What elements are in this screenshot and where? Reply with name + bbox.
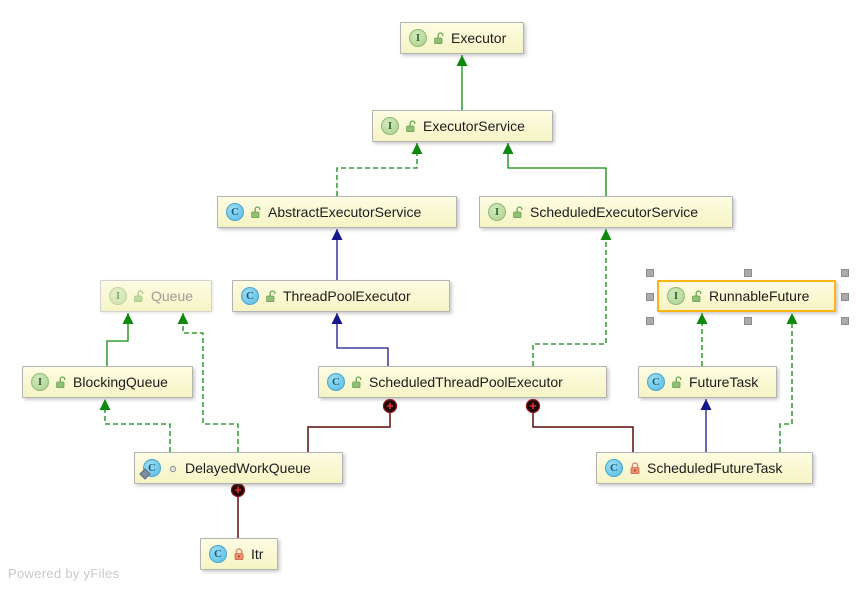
inheritance-arrowhead — [700, 399, 712, 410]
node-label: AbstractExecutorService — [268, 204, 422, 220]
node-label: DelayedWorkQueue — [185, 460, 311, 476]
inner-class-plus-icon — [234, 486, 242, 494]
public-open-lock-icon — [56, 375, 66, 388]
class-node-future-task[interactable]: C FutureTask — [638, 366, 777, 398]
class-icon: C — [605, 459, 623, 477]
node-label: ScheduledFutureTask — [647, 460, 783, 476]
class-icon: C — [241, 287, 259, 305]
node-label: ScheduledThreadPoolExecutor — [369, 374, 563, 390]
class-icon: C — [209, 545, 227, 563]
interface-icon: I — [381, 117, 399, 135]
edge-delayed-work-queue-to-queue-implements[interactable] — [177, 313, 239, 452]
public-open-lock-icon — [251, 205, 261, 218]
inheritance-arrowhead — [502, 143, 514, 154]
node-label: Executor — [451, 30, 507, 46]
inheritance-arrowhead — [696, 313, 708, 324]
node-label: ExecutorService — [423, 118, 525, 134]
package-visibility-icon — [169, 465, 177, 472]
interface-icon: I — [109, 287, 127, 305]
node-label: Itr — [251, 546, 264, 562]
inheritance-arrowhead — [331, 229, 343, 240]
selection-handle[interactable] — [841, 293, 849, 301]
class-node-blocking-queue[interactable]: I BlockingQueue — [22, 366, 193, 398]
static-inner-class-mark-icon — [139, 468, 151, 480]
private-lock-icon — [630, 461, 640, 474]
class-node-runnable-future[interactable]: I RunnableFuture — [657, 280, 836, 312]
class-icon: C — [226, 203, 244, 221]
edge-scheduled-thread-pool-executor-to-delayed-work-queue-inner[interactable] — [307, 398, 398, 453]
interface-icon: I — [409, 29, 427, 47]
public-open-lock-icon — [266, 289, 276, 302]
edge-delayed-work-queue-to-itr-inner[interactable] — [230, 482, 246, 539]
inheritance-arrowhead — [122, 313, 134, 324]
inheritance-arrowhead — [177, 313, 189, 324]
class-node-abstract-executor-service[interactable]: C AbstractExecutorService — [217, 196, 457, 228]
node-label: Queue — [151, 288, 194, 304]
class-node-queue[interactable]: I Queue — [100, 280, 212, 312]
inner-class-plus-icon — [386, 402, 394, 410]
node-label: ScheduledExecutorService — [530, 204, 699, 220]
class-node-executor[interactable]: I Executor — [400, 22, 524, 54]
edge-abstract-executor-service-to-executor-service-implements[interactable] — [336, 143, 423, 196]
edge-thread-pool-executor-to-abstract-executor-service-extends-class[interactable] — [331, 229, 343, 280]
class-icon: C — [327, 373, 345, 391]
inheritance-arrowhead — [456, 55, 468, 66]
edge-blocking-queue-to-queue-extends-interface[interactable] — [106, 313, 134, 366]
yfiles-watermark: Powered by yFiles — [8, 566, 120, 581]
selection-handle[interactable] — [646, 317, 654, 325]
selection-handle[interactable] — [646, 293, 654, 301]
inheritance-arrowhead — [331, 313, 343, 324]
node-label: RunnableFuture — [709, 288, 810, 304]
edge-scheduled-executor-service-to-executor-service-extends-interface[interactable] — [502, 143, 607, 196]
edge-future-task-to-runnable-future-implements[interactable] — [696, 313, 708, 366]
class-node-itr[interactable]: C Itr — [200, 538, 278, 570]
selection-handle[interactable] — [743, 317, 752, 325]
inheritance-arrowhead — [99, 399, 111, 410]
edge-executor-service-to-executor-extends-interface[interactable] — [456, 55, 468, 110]
public-open-lock-icon — [672, 375, 682, 388]
edge-scheduled-thread-pool-executor-to-thread-pool-executor-extends-class[interactable] — [331, 313, 389, 366]
class-node-delayed-work-queue[interactable]: C DelayedWorkQueue — [134, 452, 343, 484]
public-open-lock-icon — [352, 375, 362, 388]
selection-handle[interactable] — [841, 269, 849, 277]
class-node-scheduled-executor-service[interactable]: I ScheduledExecutorService — [479, 196, 733, 228]
class-node-scheduled-future-task[interactable]: C ScheduledFutureTask — [596, 452, 813, 484]
inheritance-arrowhead — [600, 229, 612, 240]
class-node-thread-pool-executor[interactable]: C ThreadPoolExecutor — [232, 280, 450, 312]
class-node-executor-service[interactable]: I ExecutorService — [372, 110, 553, 142]
public-open-lock-icon — [692, 289, 702, 302]
interface-icon: I — [488, 203, 506, 221]
selection-handle[interactable] — [646, 269, 654, 277]
inheritance-arrowhead — [786, 313, 798, 324]
public-open-lock-icon — [134, 289, 144, 302]
edge-scheduled-future-task-to-runnable-future-implements[interactable] — [779, 313, 798, 452]
public-open-lock-icon — [406, 119, 416, 132]
class-node-scheduled-thread-pool-executor[interactable]: C ScheduledThreadPoolExecutor — [318, 366, 607, 398]
interface-icon: I — [667, 287, 685, 305]
selection-handle[interactable] — [743, 269, 752, 277]
node-label: BlockingQueue — [73, 374, 168, 390]
edge-delayed-work-queue-to-blocking-queue-implements[interactable] — [99, 399, 171, 452]
class-icon: C — [647, 373, 665, 391]
edge-scheduled-thread-pool-executor-to-scheduled-future-task-inner[interactable] — [525, 398, 634, 453]
class-icon: C — [139, 459, 161, 480]
node-label: ThreadPoolExecutor — [283, 288, 411, 304]
private-lock-icon — [234, 547, 244, 560]
edge-scheduled-thread-pool-executor-to-scheduled-executor-service-implements[interactable] — [532, 229, 612, 366]
inheritance-arrowhead — [411, 143, 423, 154]
public-open-lock-icon — [434, 31, 444, 44]
selection-handle[interactable] — [841, 317, 849, 325]
inner-class-plus-icon — [529, 402, 537, 410]
interface-icon: I — [31, 373, 49, 391]
edge-scheduled-future-task-to-future-task-extends-class[interactable] — [700, 399, 712, 452]
public-open-lock-icon — [513, 205, 523, 218]
node-label: FutureTask — [689, 374, 759, 390]
